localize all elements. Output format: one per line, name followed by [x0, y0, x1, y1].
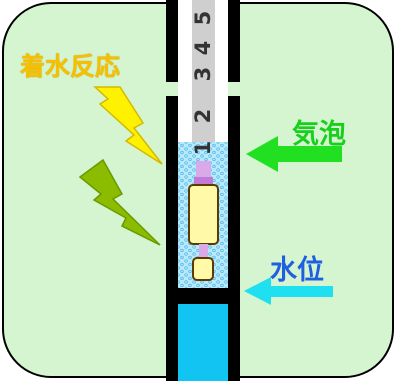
water-level-label: 水位 [270, 255, 324, 286]
scale-digit-5: 5 [191, 10, 215, 26]
float-cap [194, 177, 213, 185]
tube-wall-right-upper [228, 0, 240, 82]
tube-wall-left-middle [166, 96, 178, 288]
float-weight [192, 257, 214, 281]
scale-digit-3: 3 [191, 66, 215, 82]
arrow-left-icon [246, 136, 342, 172]
lightning-bolt-icon [78, 158, 161, 246]
bubble-label: 気泡 [292, 119, 346, 150]
float-body [188, 184, 219, 245]
scale-digit-4: 4 [191, 40, 215, 56]
scale-digit-1: 1 [191, 140, 215, 156]
arrow-left-icon [244, 277, 333, 305]
float-neck-upper [196, 161, 211, 177]
scale-strip [192, 0, 215, 145]
scale-digit-2: 2 [191, 108, 215, 124]
reaction-label: 着水反応 [20, 52, 121, 81]
tube-wall-left-upper [166, 0, 178, 82]
tube-collar [166, 288, 240, 304]
tube-wall-right-middle [228, 96, 240, 288]
lightning-bolt-icon [93, 86, 163, 165]
tube-wall-right-lower [228, 304, 240, 381]
float-stem [199, 244, 208, 258]
tube-wall-left-lower [166, 304, 178, 381]
